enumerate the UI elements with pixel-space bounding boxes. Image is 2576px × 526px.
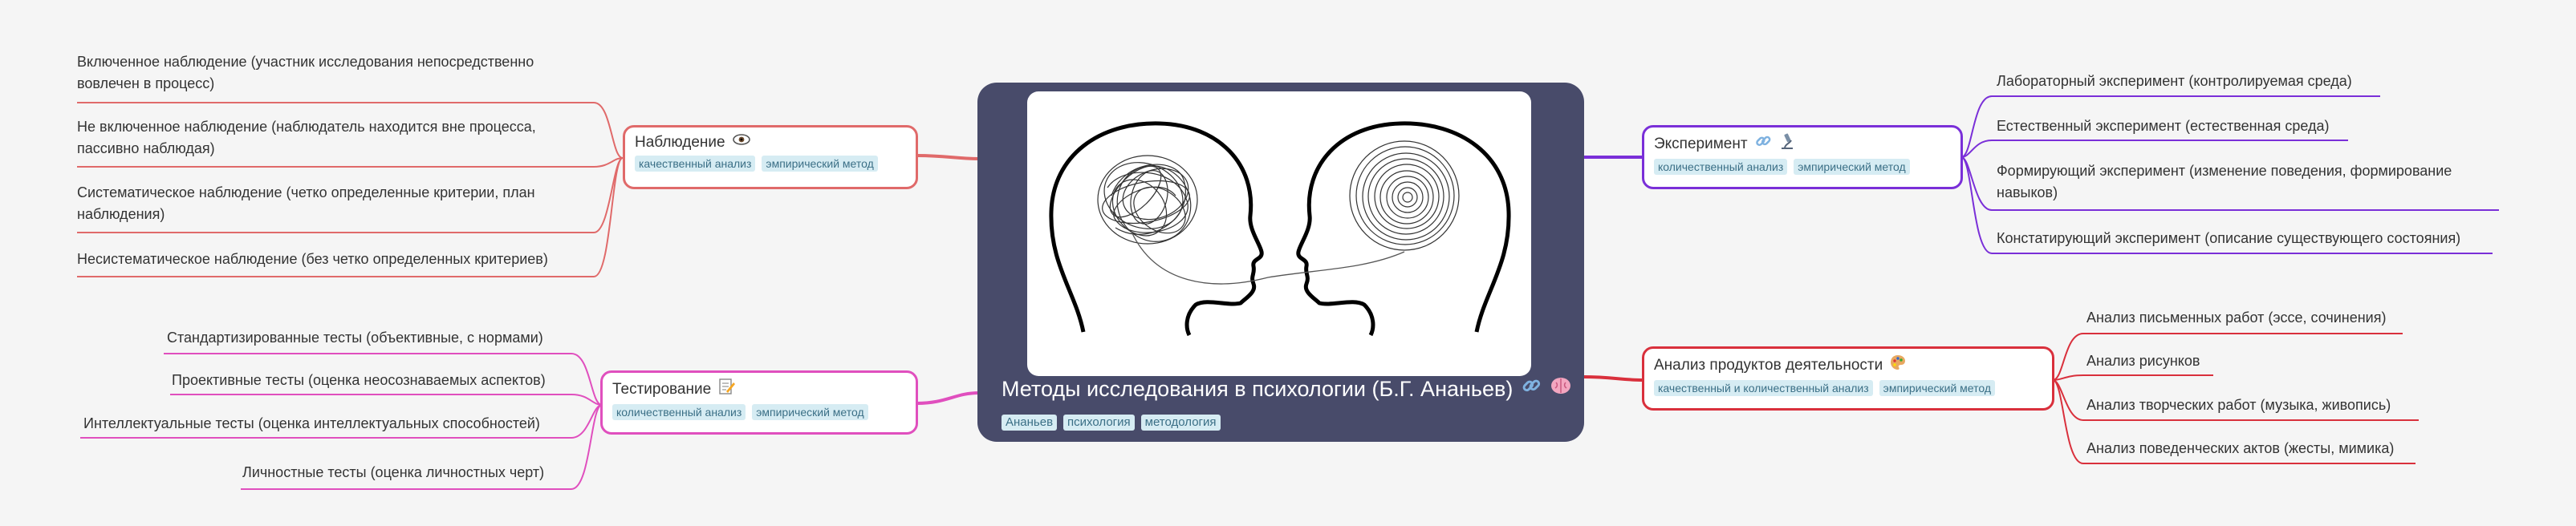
tag[interactable]: эмпирический метод [1879,380,1996,396]
tag[interactable]: эмпирический метод [762,156,878,172]
right-head-outline [1296,121,1511,337]
brain-icon [1550,373,1572,405]
palette-icon [1889,354,1907,378]
list-item[interactable]: Несистематическое наблюдение (без четко … [77,251,548,267]
branch-testing[interactable]: Тестирование количественный анализ эмпир… [600,370,918,435]
list-item[interactable]: Проективные тесты (оценка неосознаваемых… [172,372,546,388]
list-item[interactable]: Анализ письменных работ (эссе, сочинения… [2086,310,2387,326]
link-observation [916,154,980,160]
list-item[interactable]: Не включенное наблюдение (наблюдатель на… [77,119,536,156]
two-heads-illustration [1027,91,1531,376]
branch-title: Эксперимент [1654,136,1748,152]
branch-observation[interactable]: Наблюдение качественный анализ эмпиричес… [623,125,918,189]
memo-icon [717,378,736,402]
branch-products-analysis[interactable]: Анализ продуктов деятельности качественн… [1642,346,2054,411]
list-item[interactable]: Систематическое наблюдение (четко опреде… [77,184,535,222]
list-item[interactable]: Включенное наблюдение (участник исследов… [77,54,534,91]
central-topic[interactable]: Методы исследования в психологии (Б.Г. А… [977,83,1584,442]
branch-title: Наблюдение [635,134,725,151]
list-item[interactable]: Анализ поведенческих актов (жесты, мимик… [2086,440,2395,456]
central-tags: Ананьев психология методология [1002,415,1221,431]
list-item[interactable]: Личностные тесты (оценка личностных черт… [242,464,545,480]
link-icon[interactable] [1521,373,1542,405]
list-item[interactable]: Естественный эксперимент (естественная с… [1997,118,2330,134]
central-title-row: Методы исследования в психологии (Б.Г. А… [1002,373,1572,405]
tangled-scribble [1097,155,1198,245]
branch-title: Анализ продуктов деятельности [1654,357,1883,374]
list-item[interactable]: Формирующий эксперимент (изменение повед… [1997,163,2452,200]
link-testing [916,391,980,405]
branch-title: Тестирование [612,381,712,398]
tag[interactable]: качественный и количественный анализ [1654,380,1873,396]
heads-drawing [1049,121,1511,337]
microscope-icon [1778,132,1796,156]
tag[interactable]: Ананьев [1002,415,1058,431]
tag[interactable]: качественный анализ [635,156,756,172]
connecting-thread [1131,231,1405,285]
left-head-outline [1049,121,1264,337]
tag[interactable]: эмпирический метод [1794,159,1910,175]
list-item[interactable]: Констатирующий эксперимент (описание сущ… [1997,230,2461,246]
tag[interactable]: психология [1063,415,1135,431]
link-products [1582,375,1644,382]
list-item[interactable]: Стандартизированные тесты (объективные, … [167,330,543,346]
tag[interactable]: количественный анализ [1654,159,1788,175]
tag[interactable]: методология [1140,415,1221,431]
tag[interactable]: количественный анализ [612,404,746,420]
eye-icon [732,132,751,153]
branch-experiment[interactable]: Эксперимент количественный анализ эмпири… [1642,125,1963,189]
list-item[interactable]: Интеллектуальные тесты (оценка интеллект… [83,415,540,431]
list-item[interactable]: Анализ творческих работ (музыка, живопис… [2086,397,2391,413]
tag[interactable]: эмпирический метод [752,404,868,420]
spiral [1349,140,1460,251]
list-item[interactable]: Лабораторный эксперимент (контролируемая… [1997,73,2352,89]
central-title: Методы исследования в психологии (Б.Г. А… [1002,377,1514,401]
list-item[interactable]: Анализ рисунков [2086,353,2200,369]
link-icon[interactable] [1754,132,1772,156]
